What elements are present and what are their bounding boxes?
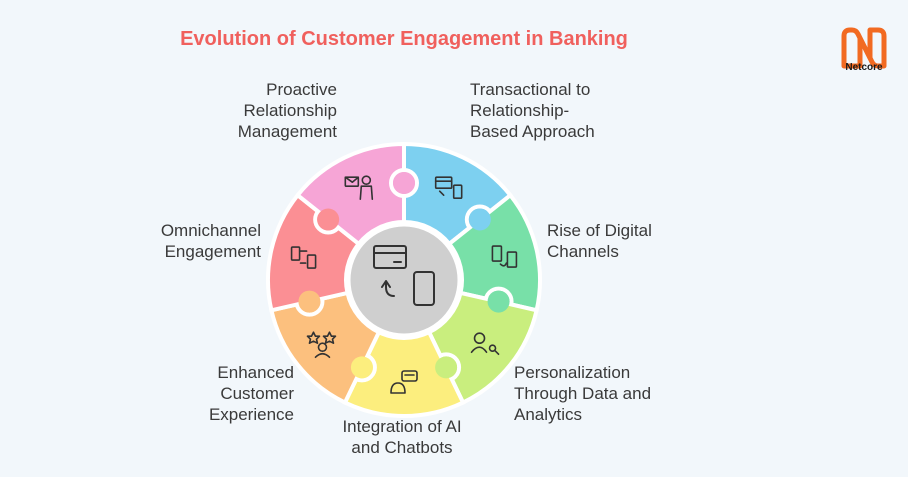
label-line: Experience xyxy=(208,405,294,424)
label-line: Personalization xyxy=(514,363,631,382)
label-line: Engagement xyxy=(164,242,261,261)
credit-card-phone-exchange-icon xyxy=(434,176,463,200)
label-line: Through Data and xyxy=(514,384,652,403)
label-line: Relationship- xyxy=(470,101,570,120)
puzzle-knob-fill xyxy=(435,356,458,379)
label-enhanced-customer-experience: Enhanced Customer Experience xyxy=(180,362,294,425)
label-personalization-through-data: Personalization Through Data and Analyti… xyxy=(514,362,674,425)
mail-user-icon xyxy=(344,175,374,200)
label-line: Omnichannel xyxy=(160,221,261,240)
label-proactive-relationship-management: Proactive Relationship Management xyxy=(200,79,337,142)
page-title: Evolution of Customer Engagement in Bank… xyxy=(180,28,628,50)
label-line: and Chatbots xyxy=(351,438,453,457)
label-line: Transactional to xyxy=(470,80,591,99)
rating-stars-user-icon xyxy=(306,331,337,359)
puzzle-knob-fill xyxy=(393,172,415,194)
puzzle-knob-fill xyxy=(298,290,321,313)
label-omnichannel-engagement: Omnichannel Engagement xyxy=(130,220,261,262)
label-line: Integration of AI xyxy=(342,417,462,436)
netcore-logo-icon xyxy=(841,27,887,69)
label-line: Management xyxy=(237,122,337,141)
multi-device-sync-icon xyxy=(290,246,317,269)
puzzle-knob-fill xyxy=(317,208,340,231)
label-line: Based Approach xyxy=(470,122,595,141)
label-integration-of-ai-and-chatbots: Integration of AI and Chatbots xyxy=(322,416,482,458)
puzzle-knob-fill xyxy=(468,208,491,231)
card-to-phone-icon xyxy=(373,245,435,306)
user-key-icon xyxy=(470,332,500,356)
label-line: Analytics xyxy=(514,405,583,424)
label-line: Channels xyxy=(547,242,619,261)
puzzle-knob-fill xyxy=(487,290,510,313)
puzzle-knob-fill xyxy=(350,356,373,379)
logo-text: Netcore xyxy=(845,62,883,73)
label-line: Proactive xyxy=(266,80,337,99)
mobile-money-transfer-icon xyxy=(491,245,518,268)
label-rise-of-digital-channels: Rise of Digital Channels xyxy=(547,220,687,262)
label-line: Rise of Digital xyxy=(547,221,652,240)
center-hub xyxy=(345,221,463,339)
label-line: Customer xyxy=(220,384,294,403)
segment-icons xyxy=(290,175,518,394)
label-transactional-to-relationship: Transactional to Relationship- Based App… xyxy=(470,79,630,142)
chatbot-icon xyxy=(390,370,418,394)
label-line: Relationship xyxy=(243,101,337,120)
label-line: Enhanced xyxy=(217,363,294,382)
